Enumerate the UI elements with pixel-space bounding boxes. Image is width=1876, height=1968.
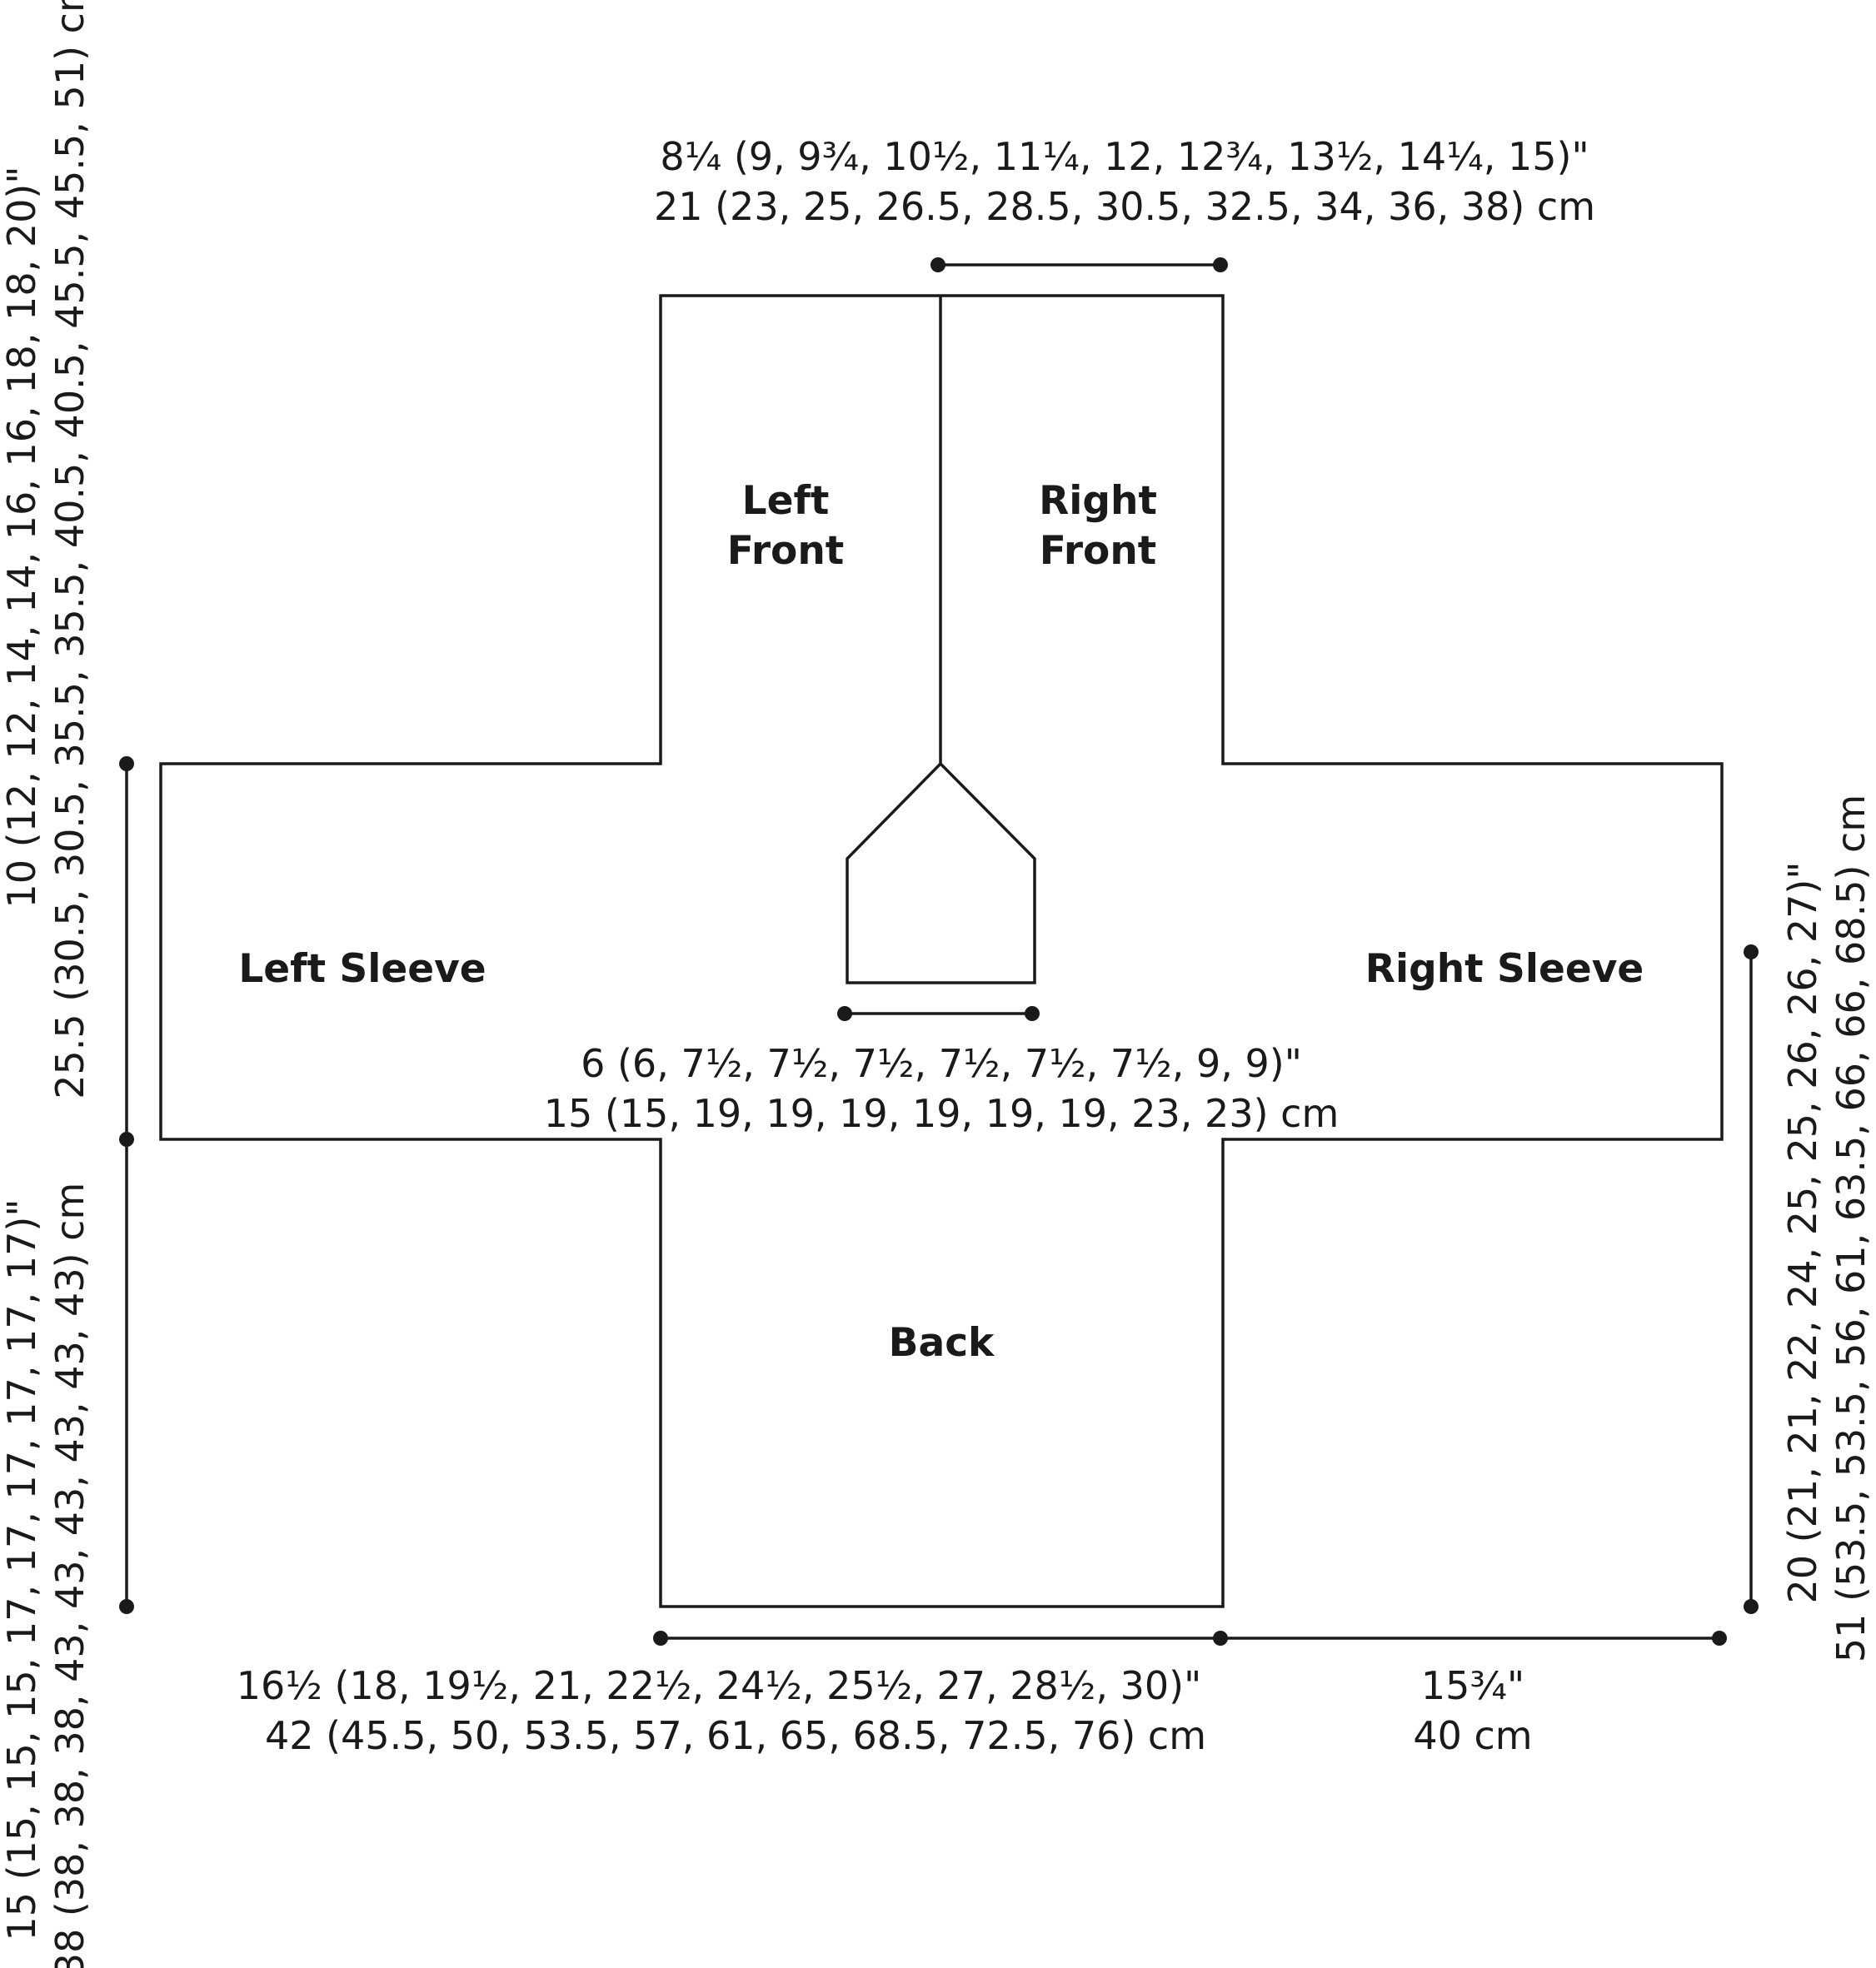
neck-width-inches: 6 (6, 7½, 7½, 7½, 7½, 7½, 7½, 9, 9)" xyxy=(581,1041,1302,1086)
neck-width-cm: 15 (15, 19, 19, 19, 19, 19, 19, 23, 23) … xyxy=(544,1091,1340,1136)
back-label: Back xyxy=(889,1320,995,1366)
back-length-cm: 38 (38, 38, 38, 43, 43, 43, 43, 43, 43) … xyxy=(47,1183,92,1968)
neck-opening xyxy=(846,761,1036,984)
back-length-dimension xyxy=(119,1139,134,1614)
sleeve-depth-dimension xyxy=(119,756,134,1147)
top-width-cm: 21 (23, 25, 26.5, 28.5, 30.5, 32.5, 34, … xyxy=(654,184,1595,229)
top-width-dimension xyxy=(931,257,1228,272)
back-width-inches: 16½ (18, 19½, 21, 22½, 24½, 25½, 27, 28½… xyxy=(237,1663,1201,1708)
total-length-cm: 51 (53.5, 53.5, 56, 61, 63.5, 66, 66, 68… xyxy=(1829,795,1874,1662)
right-sleeve-label: Right Sleeve xyxy=(1365,946,1644,992)
left-front-label-line2: Front xyxy=(727,528,845,574)
neck-width-dimension xyxy=(837,1006,1040,1021)
left-sleeve-label: Left Sleeve xyxy=(238,946,486,992)
garment-outline xyxy=(159,294,1724,1608)
sleeve-depth-cm: 25.5 (30.5, 30.5, 35.5, 35.5, 40.5, 40.5… xyxy=(47,0,92,1099)
left-front-label-line1: Left xyxy=(742,478,830,524)
back-length-inches: 15 (15, 15, 15, 17, 17, 17, 17, 17, 17)" xyxy=(0,1199,44,1941)
sleeve-length-dimension xyxy=(1220,1631,1727,1646)
right-front-label-line1: Right xyxy=(1039,478,1157,524)
total-length-inches: 20 (21, 21, 22, 24, 25, 25, 26, 26, 27)" xyxy=(1780,862,1825,1604)
top-width-inches: 8¼ (9, 9¾, 10½, 11¼, 12, 12¾, 13½, 14¼, … xyxy=(660,134,1589,179)
sleeve-depth-inches: 10 (12, 12, 14, 14, 16, 16, 18, 18, 20)" xyxy=(0,167,44,909)
back-width-cm: 42 (45.5, 50, 53.5, 57, 61, 65, 68.5, 72… xyxy=(265,1713,1206,1758)
back-width-dimension xyxy=(653,1631,1228,1646)
sleeve-length-inches: 15¾" xyxy=(1421,1663,1524,1708)
total-length-dimension xyxy=(1744,944,1759,1614)
right-front-label-line2: Front xyxy=(1040,528,1157,574)
sleeve-length-cm: 40 cm xyxy=(1413,1713,1532,1758)
